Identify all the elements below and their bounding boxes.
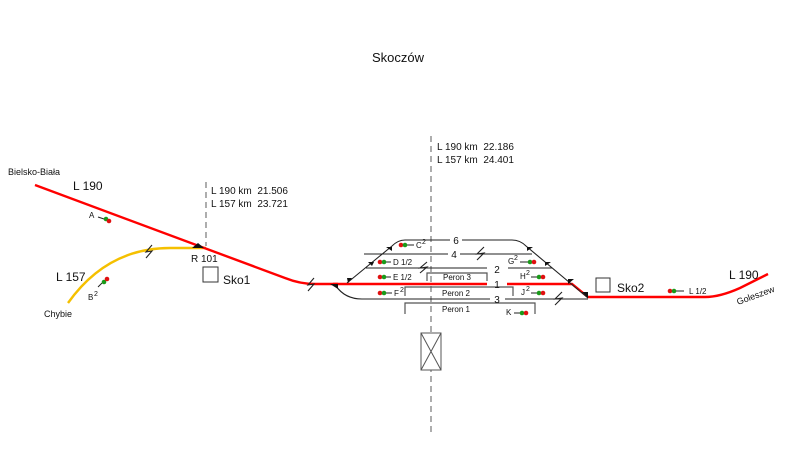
destination-bielsko: Bielsko-Biała — [8, 167, 60, 177]
track-outer-left — [346, 239, 589, 299]
signal-k: K — [506, 308, 529, 317]
signal-a: A — [89, 211, 112, 224]
platform-1 — [404, 302, 536, 314]
svg-text:D 1/2: D 1/2 — [393, 258, 413, 267]
signal-d: D 1/2 — [377, 258, 413, 267]
switch-marker — [347, 278, 352, 283]
switch-marker — [582, 292, 588, 298]
platform-2-label: Peron 2 — [442, 289, 471, 298]
switch-marker — [545, 262, 551, 266]
switch-marker — [330, 284, 338, 289]
line-190-label-right: L 190 — [729, 268, 759, 282]
platform-3 — [426, 272, 488, 281]
switch-marker — [386, 247, 392, 251]
svg-text:C: C — [416, 241, 422, 250]
sko1-box — [202, 266, 219, 283]
line-157-track — [67, 246, 206, 304]
svg-text:2: 2 — [422, 239, 426, 246]
sko2-box — [595, 277, 611, 293]
sko2-label: Sko2 — [617, 281, 645, 295]
track-1-label: 1 — [494, 280, 500, 291]
joint-icon — [306, 277, 316, 292]
platform-2 — [404, 286, 514, 296]
junction-label: R 101 — [191, 254, 218, 265]
svg-text:2: 2 — [526, 270, 530, 277]
km-center-l190: L 190 km 22.186 — [437, 142, 514, 153]
joint-icon — [418, 261, 429, 274]
svg-text:G: G — [508, 257, 514, 266]
svg-text:K: K — [506, 308, 512, 317]
track-4-label: 4 — [451, 250, 457, 261]
signal-l: L 1/2 — [667, 287, 707, 296]
km-left-l157: L 157 km 23.721 — [211, 199, 288, 210]
svg-text:B: B — [88, 293, 93, 302]
station-title: Skoczów — [372, 50, 425, 65]
sko1-label: Sko1 — [223, 273, 251, 287]
signal-e: E 1/2 — [377, 273, 412, 282]
line-190-track-left — [34, 183, 338, 286]
svg-text:2: 2 — [400, 287, 404, 294]
km-left-l190: L 190 km 21.506 — [211, 186, 288, 197]
svg-text:F: F — [394, 289, 399, 298]
platform-1-label: Peron 1 — [442, 305, 471, 314]
track-2-label: 2 — [494, 265, 500, 276]
destination-chybie: Chybie — [44, 309, 72, 319]
svg-text:2: 2 — [514, 255, 518, 262]
svg-text:H: H — [520, 272, 526, 281]
track-1 — [333, 272, 769, 299]
switch-marker — [527, 247, 533, 251]
switch-marker — [368, 262, 374, 266]
svg-text:E 1/2: E 1/2 — [393, 273, 412, 282]
track-3-label: 3 — [494, 295, 500, 306]
svg-text:L 1/2: L 1/2 — [689, 287, 707, 296]
joint-icon — [475, 246, 486, 261]
level-crossing-icon — [420, 332, 442, 371]
svg-text:2: 2 — [94, 291, 98, 298]
svg-text:J: J — [521, 288, 525, 297]
switch-marker — [192, 243, 204, 248]
svg-text:A: A — [89, 211, 95, 220]
switch-marker — [568, 279, 574, 284]
line-190-label-left: L 190 — [73, 179, 103, 193]
track-6-label: 6 — [453, 236, 459, 247]
line-157-label: L 157 — [56, 270, 86, 284]
km-center-l157: L 157 km 24.401 — [437, 155, 514, 166]
joint-icon — [553, 291, 564, 306]
svg-text:2: 2 — [526, 286, 530, 293]
platform-3-label: Peron 3 — [443, 273, 472, 282]
joint-icon — [144, 244, 154, 259]
